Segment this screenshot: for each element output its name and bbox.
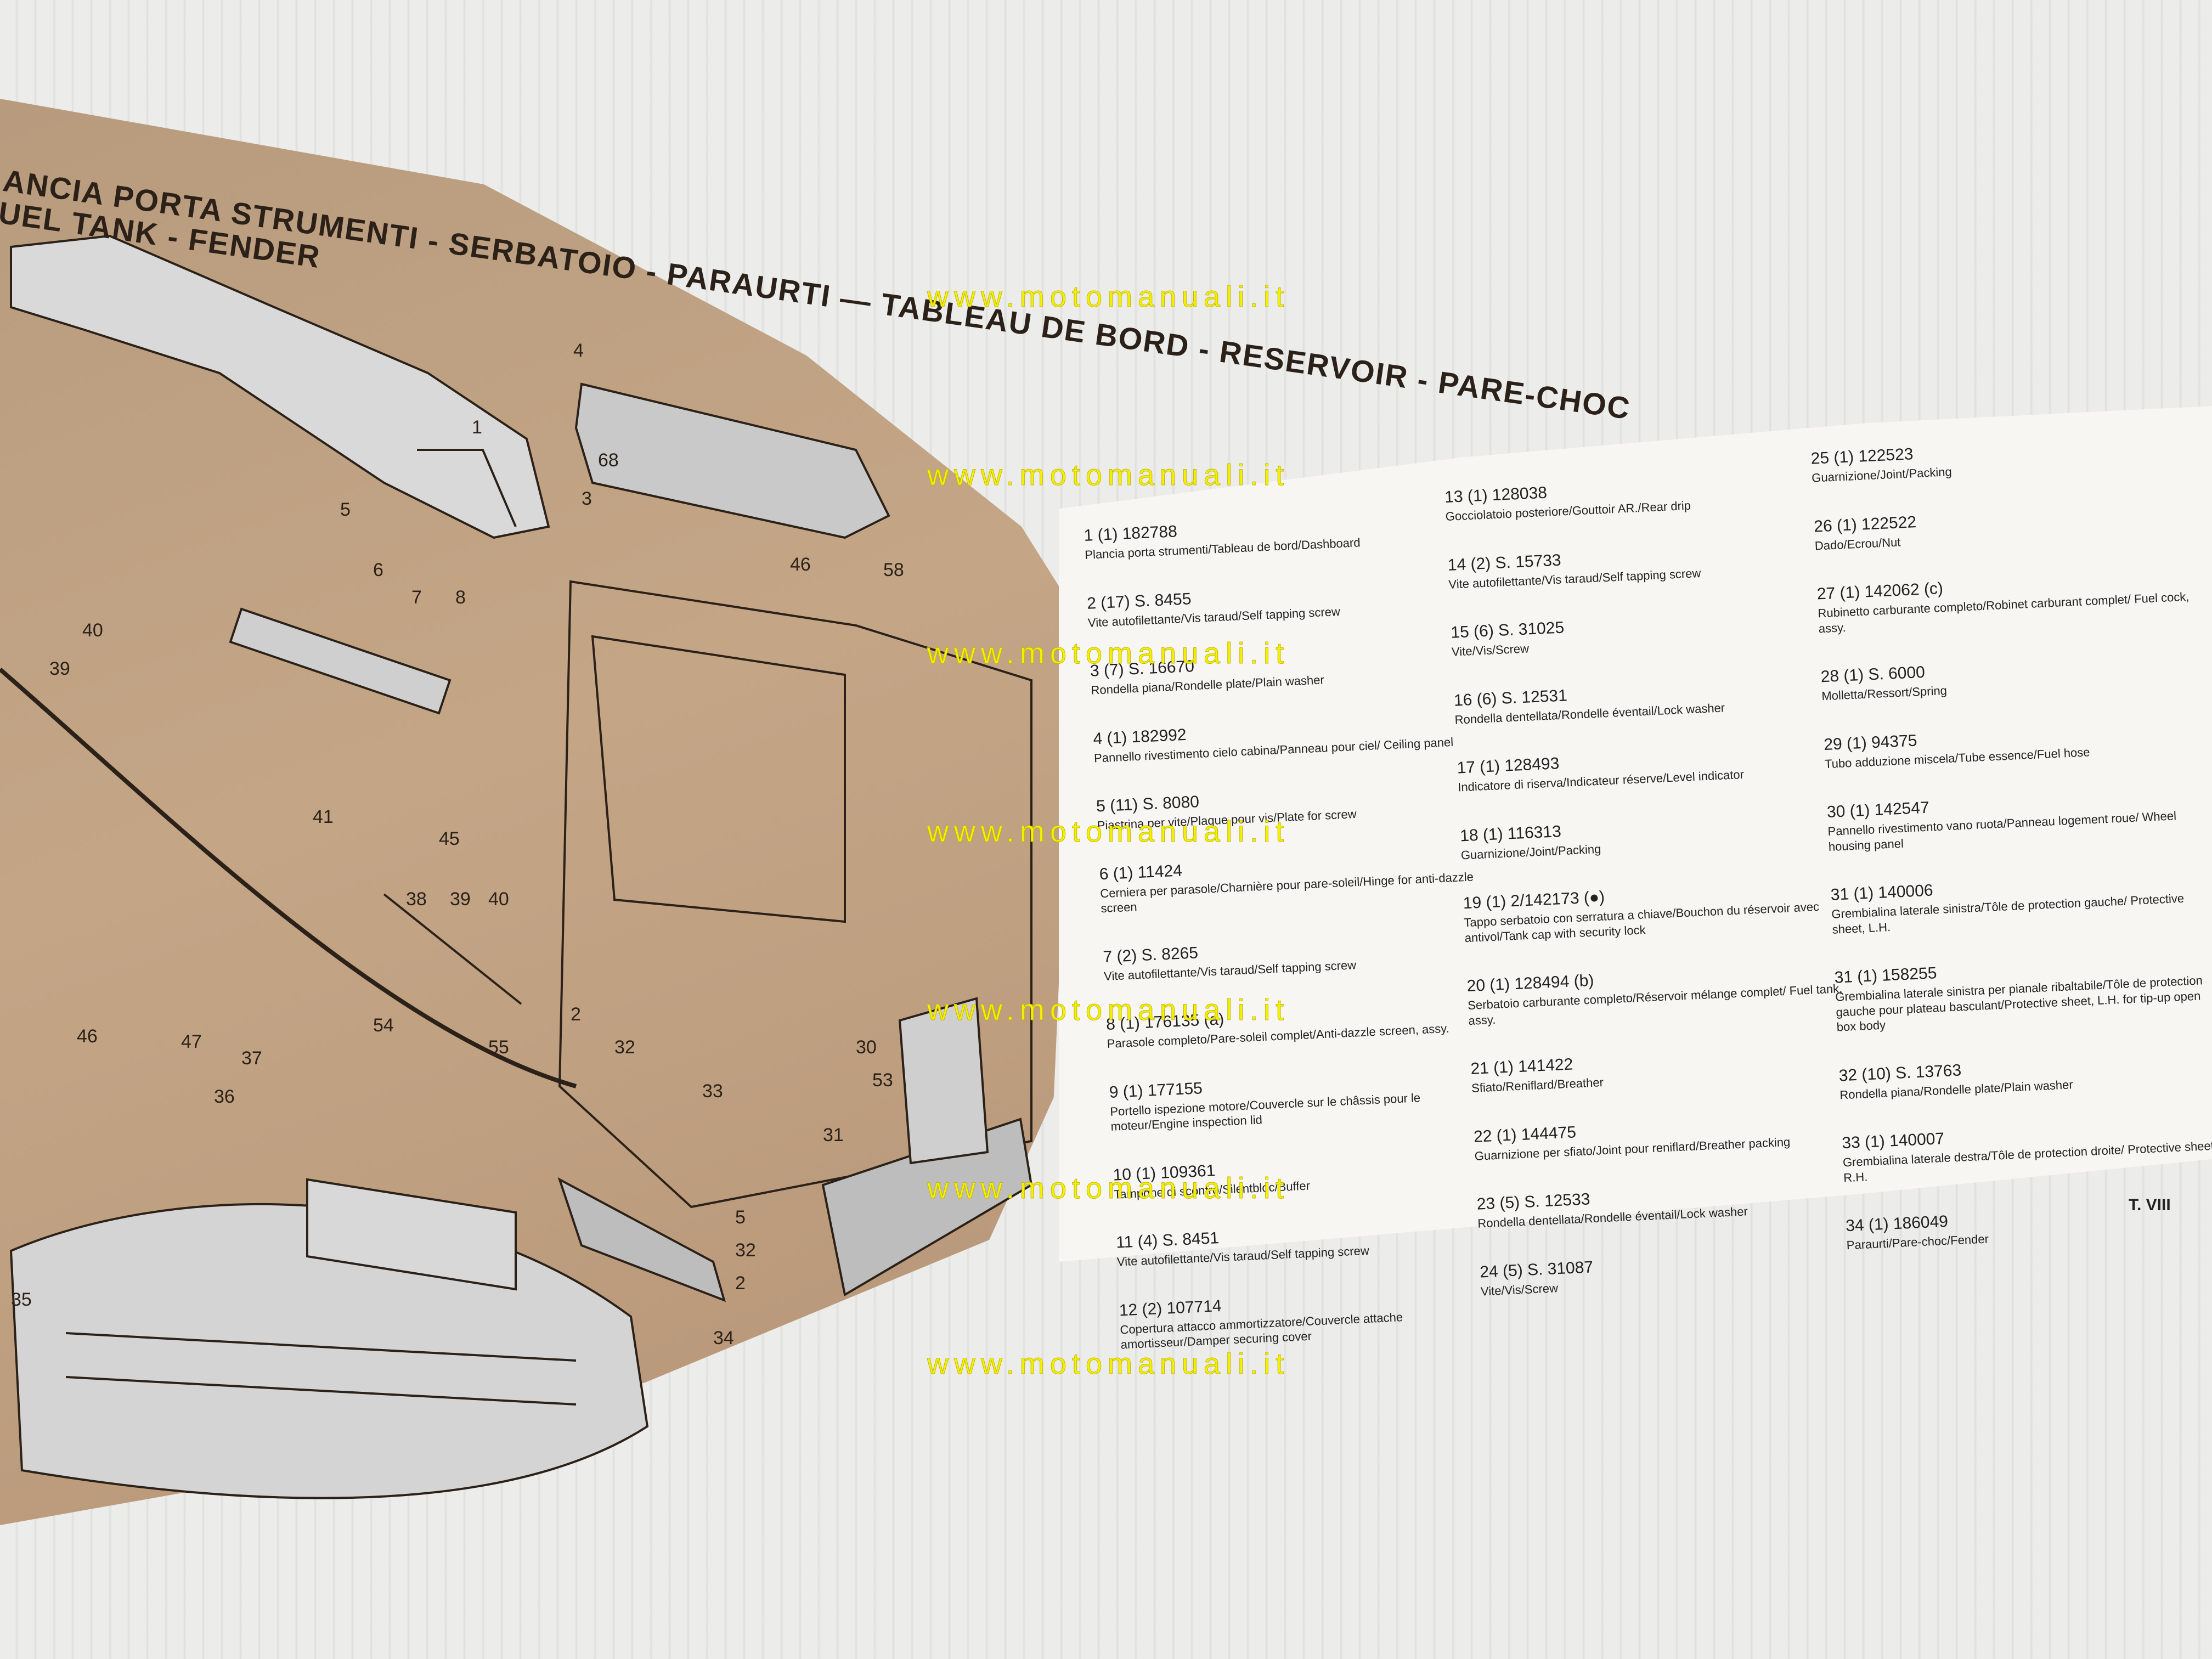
svg-text:32: 32: [614, 1037, 635, 1058]
svg-text:36: 36: [214, 1086, 235, 1107]
svg-text:5: 5: [340, 499, 351, 520]
svg-text:68: 68: [598, 450, 619, 471]
watermark-text: www.motomanuali.it: [927, 459, 1290, 492]
svg-text:3: 3: [582, 488, 592, 509]
svg-text:7: 7: [411, 587, 422, 608]
watermark-text: www.motomanuali.it: [927, 994, 1290, 1027]
svg-text:55: 55: [488, 1037, 509, 1058]
part-entry: 27 (1) 142062 (c)Rubinetto carburante co…: [1816, 568, 2197, 636]
svg-text:5: 5: [735, 1207, 746, 1228]
svg-text:33: 33: [702, 1081, 723, 1102]
svg-text:40: 40: [82, 620, 103, 641]
svg-text:39: 39: [49, 658, 70, 679]
svg-text:31: 31: [823, 1125, 844, 1146]
svg-text:32: 32: [735, 1240, 756, 1261]
svg-text:37: 37: [241, 1048, 262, 1069]
svg-text:8: 8: [455, 587, 466, 608]
svg-text:46: 46: [77, 1026, 98, 1047]
watermark-text: www.motomanuali.it: [927, 815, 1290, 849]
svg-text:46: 46: [790, 554, 811, 575]
svg-text:41: 41: [313, 806, 334, 827]
svg-text:2: 2: [735, 1273, 746, 1294]
parts-list-page: [1059, 406, 2212, 1262]
part-entry: 19 (1) 2/142173 (●)Tappo serbatoio con s…: [1463, 877, 1843, 945]
svg-text:40: 40: [488, 889, 509, 910]
svg-text:38: 38: [406, 889, 427, 910]
exploded-parts-diagram: 1 4 68 3 5 6 7 8 40 39 46 58 41 45 38 39…: [0, 234, 1033, 1499]
svg-text:4: 4: [573, 340, 584, 361]
watermark-text: www.motomanuali.it: [927, 280, 1290, 314]
part-entry: 20 (1) 128494 (b)Serbatoio carburante co…: [1466, 960, 1847, 1028]
svg-text:30: 30: [856, 1037, 877, 1058]
svg-text:58: 58: [883, 560, 904, 580]
table-number: T. VIII: [2129, 1196, 2171, 1214]
watermark-text: www.motomanuali.it: [927, 637, 1290, 670]
svg-text:54: 54: [373, 1015, 394, 1036]
svg-text:6: 6: [373, 560, 383, 580]
svg-text:1: 1: [472, 417, 482, 438]
svg-text:2: 2: [571, 1004, 581, 1025]
svg-text:34: 34: [713, 1328, 734, 1348]
watermark-text: www.motomanuali.it: [927, 1347, 1290, 1381]
svg-text:45: 45: [439, 828, 460, 849]
svg-text:35: 35: [11, 1289, 32, 1310]
svg-text:53: 53: [872, 1070, 893, 1091]
watermark-text: www.motomanuali.it: [927, 1172, 1290, 1205]
svg-text:47: 47: [181, 1031, 202, 1052]
svg-text:39: 39: [450, 889, 471, 910]
